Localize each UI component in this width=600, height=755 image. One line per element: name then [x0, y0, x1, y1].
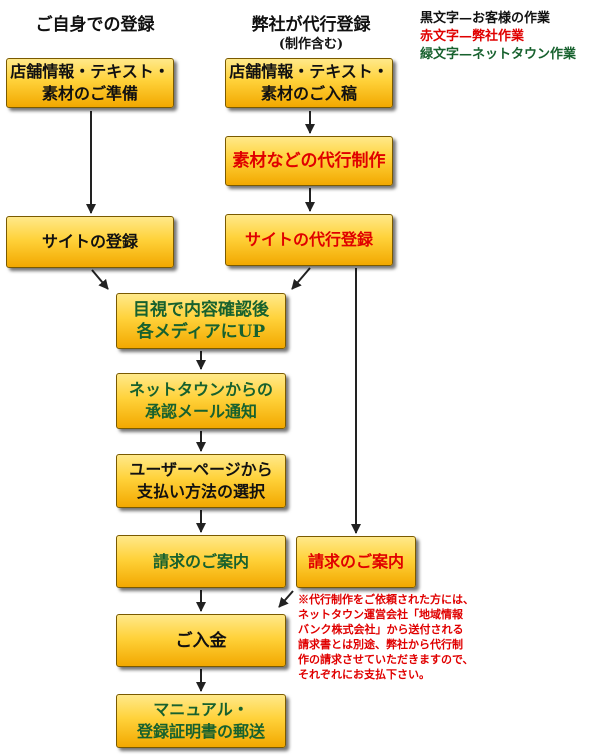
header-self-registration: ご自身での登録: [35, 15, 155, 35]
box-proxy-site-registration: サイトの代行登録: [225, 214, 393, 266]
arrow-proxy-site-to-check: [291, 267, 311, 290]
box-prep-materials: 店舗情報・テキスト・ 素材のご準備: [6, 58, 174, 108]
header-proxy-registration-sub: (制作含む): [278, 37, 344, 52]
company-invoice-note: ※代行制作をご依頼された方には、 ネットタウン運営会社「地域情報 バンク株式会社…: [298, 593, 474, 681]
box-payment: ご入金: [116, 614, 286, 667]
arrow-company-invoice-to-payment: [278, 590, 294, 608]
box-send-manual: マニュアル・ 登録証明書の郵送: [116, 694, 286, 748]
legend: 黒文字—お客様の作業 赤文字—弊社作業 緑文字—ネットタウン作業: [420, 10, 576, 64]
box-invoice-nettown: 請求のご案内: [116, 535, 286, 588]
box-site-registration: サイトの登録: [6, 216, 174, 268]
box-submit-materials: 店舗情報・テキスト・ 素材のご入稿: [225, 58, 393, 108]
box-invoice-company: 請求のご案内: [296, 536, 416, 588]
legend-nettown: 緑文字—ネットタウン作業: [420, 47, 577, 62]
box-proxy-production: 素材などの代行制作: [225, 136, 393, 186]
legend-company: 赤文字—弊社作業: [420, 29, 525, 44]
legend-customer: 黒文字—お客様の作業: [420, 11, 551, 26]
header-proxy-registration: 弊社が代行登録: [251, 15, 371, 35]
box-approval-mail: ネットタウンからの 承認メール通知: [116, 373, 286, 429]
box-visual-check-upload: 目視で内容確認後 各メディアにUP: [116, 293, 286, 349]
arrow-site-to-check: [91, 269, 109, 290]
box-select-payment: ユーザーページから 支払い方法の選択: [116, 454, 286, 508]
